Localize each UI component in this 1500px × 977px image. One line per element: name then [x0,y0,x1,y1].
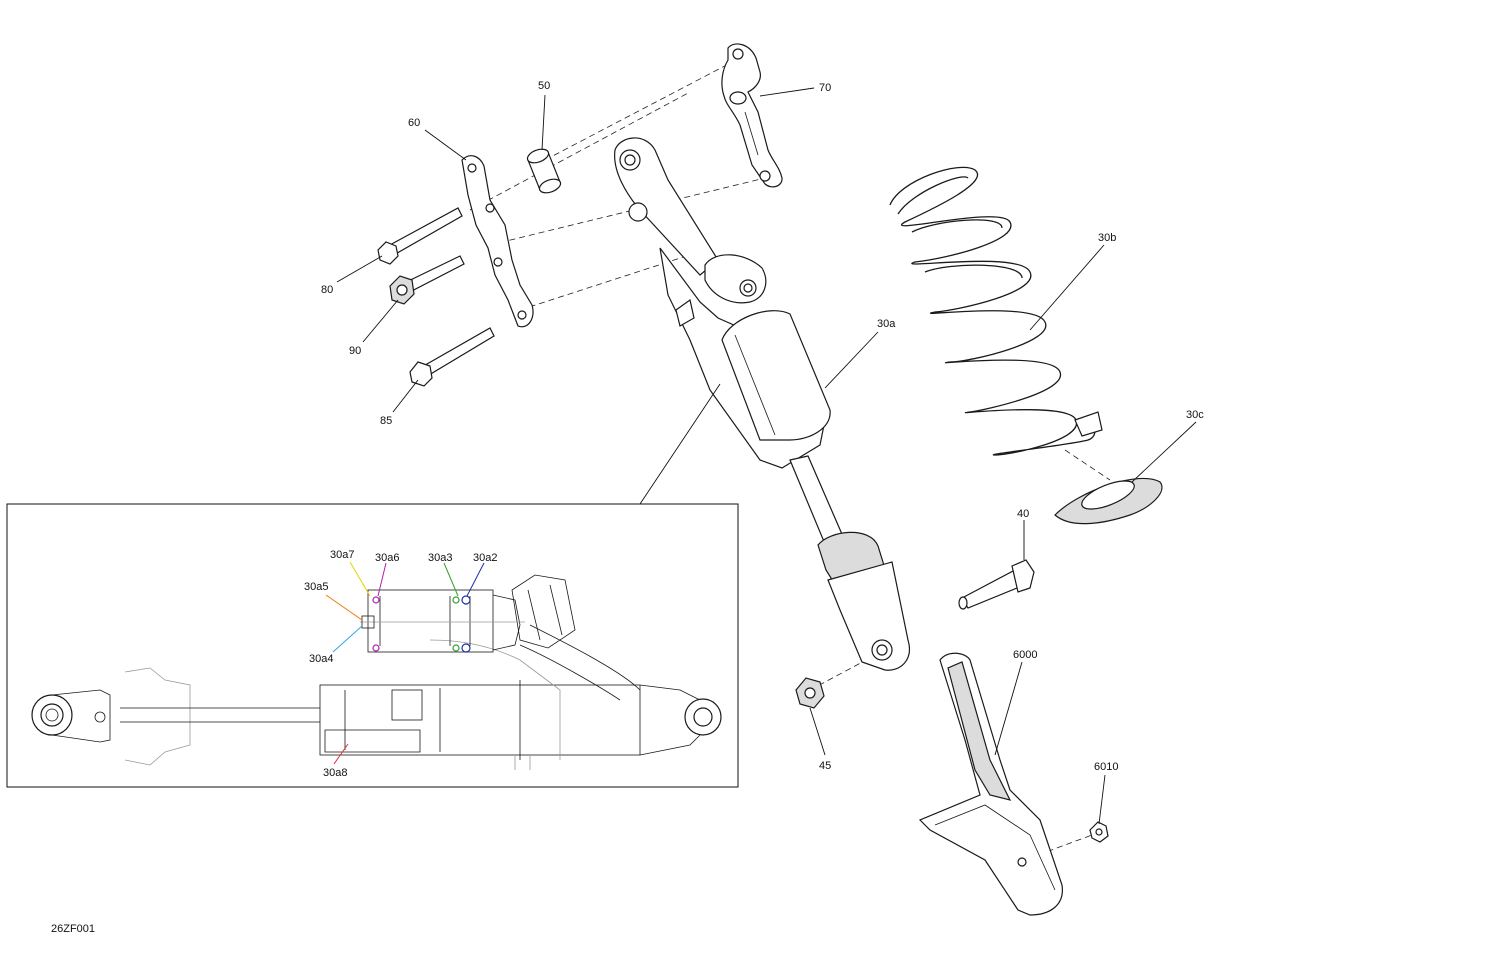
bolt-40 [958,559,1035,610]
detail-shock-section [31,574,722,770]
nut-45 [795,677,825,709]
callout-30c: 30c [1186,409,1204,421]
detail-callout-30a7: 30a7 [330,549,354,561]
callout-60: 60 [408,117,420,129]
guard-6000 [918,652,1063,916]
detail-leaders [325,561,485,765]
bolt-80 [377,207,463,265]
nut-6010 [1089,821,1109,843]
spacer-50 [526,148,562,194]
detail-callout-30a6: 30a6 [375,552,399,564]
callout-45: 45 [819,760,831,772]
detail-callout-30a2: 30a2 [473,552,497,564]
callout-30b: 30b [1098,232,1116,244]
callout-40: 40 [1017,508,1029,520]
callout-30a: 30a [877,318,896,330]
spring-seat-30c [1054,477,1163,525]
detail-piston [360,589,525,653]
detail-callout-30a4: 30a4 [309,653,333,665]
spring-30b [889,166,1103,456]
mount-bracket-70 [721,43,783,188]
callout-leaders [336,87,1197,825]
detail-callout-30a3: 30a3 [428,552,452,564]
callout-80: 80 [321,284,333,296]
drawing-code: 26ZF001 [51,923,95,935]
callout-6000: 6000 [1013,649,1037,661]
detail-callout-30a5: 30a5 [304,581,328,593]
callout-50: 50 [538,80,550,92]
plate-60 [461,155,534,328]
nut-bolt-90 [389,255,465,305]
detail-inset [6,503,739,788]
bolt-85 [409,327,495,387]
callout-70: 70 [819,82,831,94]
callout-labels: 50 60 70 80 90 85 30a 30b 30c 40 45 6000… [51,80,1204,935]
callout-90: 90 [349,345,361,357]
callout-85: 85 [380,415,392,427]
detail-callout-30a8: 30a8 [323,767,347,779]
callout-6010: 6010 [1094,761,1118,773]
shock-absorber-30a [614,137,910,671]
